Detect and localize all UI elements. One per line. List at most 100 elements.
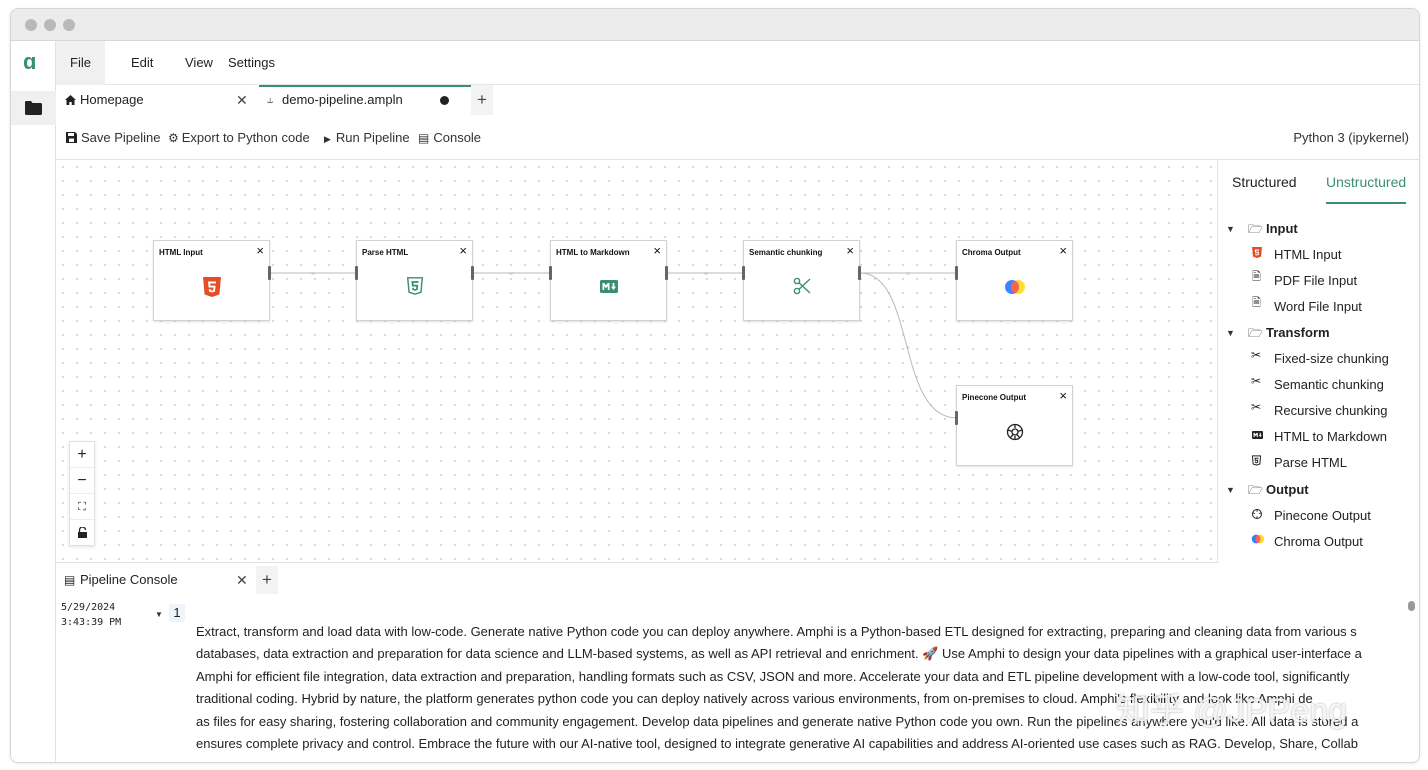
- close-tab-homepage-icon[interactable]: ✕: [236, 92, 248, 108]
- node-delete-icon[interactable]: ×: [1059, 243, 1067, 258]
- plus-icon: +: [77, 446, 87, 463]
- component-label: HTML Input: [1274, 247, 1342, 262]
- menu-view[interactable]: View: [185, 55, 213, 70]
- component-fixed-size-chunking[interactable]: ✂ Fixed-size chunking: [1218, 347, 1419, 371]
- component-label: Word File Input: [1274, 299, 1362, 314]
- node-delete-icon[interactable]: ×: [256, 243, 264, 258]
- minimize-window-button[interactable]: [44, 19, 56, 31]
- node-semantic-chunking[interactable]: Semantic chunking ×: [743, 240, 860, 321]
- export-python-button[interactable]: ⚙Export to Python code: [168, 123, 310, 153]
- file-icon: 🗎: [1252, 271, 1261, 283]
- console-button[interactable]: ▤Console: [418, 123, 481, 153]
- category-input[interactable]: ▼ 🗁 Input: [1218, 217, 1419, 241]
- node-input-handle[interactable]: [742, 266, 745, 280]
- html5-outline-icon: [406, 277, 423, 295]
- tab-unstructured[interactable]: Unstructured: [1326, 174, 1407, 204]
- tab-homepage-label: Homepage: [80, 92, 144, 107]
- save-icon: [66, 132, 77, 143]
- file-browser-button[interactable]: [11, 91, 56, 125]
- node-title: Parse HTML: [362, 248, 409, 257]
- markdown-icon: [599, 280, 618, 293]
- tab-homepage[interactable]: Homepage ✕: [56, 85, 256, 115]
- menu-edit[interactable]: Edit: [131, 55, 154, 70]
- kernel-status[interactable]: Python 3 (ipykernel): [1293, 130, 1409, 145]
- save-pipeline-button[interactable]: Save Pipeline: [66, 123, 161, 153]
- caret-down-icon: ▼: [1226, 224, 1235, 234]
- component-recursive-chunking[interactable]: ✂ Recursive chunking: [1218, 399, 1419, 423]
- node-pinecone-output[interactable]: Pinecone Output ×: [956, 385, 1073, 466]
- fit-view-button[interactable]: ⛶: [70, 494, 94, 520]
- node-output-handle[interactable]: [268, 266, 271, 280]
- lock-button[interactable]: [70, 520, 94, 546]
- node-html-input[interactable]: HTML Input ×: [153, 240, 270, 321]
- zoom-out-button[interactable]: −: [70, 468, 94, 494]
- node-html-to-markdown[interactable]: HTML to Markdown ×: [550, 240, 667, 321]
- node-input-handle[interactable]: [549, 266, 552, 280]
- tab-structured[interactable]: Structured: [1232, 174, 1297, 190]
- edge-semantic-chunking-pinecone-output: [859, 272, 958, 419]
- node-output-handle[interactable]: [665, 266, 668, 280]
- pipeline-canvas[interactable]: × × × × × HTML Input × Parse HTML ×: [56, 159, 1217, 563]
- lock-icon: [77, 526, 87, 538]
- category-label: Output: [1266, 482, 1309, 497]
- component-label: PDF File Input: [1274, 273, 1358, 288]
- node-input-handle[interactable]: [355, 266, 358, 280]
- console-icon: ▤: [418, 131, 430, 145]
- component-html-input[interactable]: HTML Input: [1218, 243, 1419, 267]
- pinecone-icon: [1006, 423, 1023, 441]
- component-panel: Structured Unstructured ▼ 🗁 Input HTML I…: [1217, 159, 1419, 563]
- node-delete-icon[interactable]: ×: [846, 243, 854, 258]
- component-word-file-input[interactable]: 🗎 Word File Input: [1218, 295, 1419, 319]
- node-parse-html[interactable]: Parse HTML ×: [356, 240, 473, 321]
- menu-file[interactable]: File: [56, 41, 105, 85]
- console-line: Extract, transform and load data with lo…: [196, 624, 1357, 639]
- node-output-handle[interactable]: [471, 266, 474, 280]
- zoom-in-button[interactable]: +: [70, 442, 94, 468]
- node-output-handle[interactable]: [858, 266, 861, 280]
- component-pinecone-output[interactable]: Pinecone Output: [1218, 504, 1419, 528]
- folder-open-icon: 🗁: [1248, 326, 1263, 340]
- edge-marker: ×: [906, 345, 910, 352]
- menu-settings[interactable]: Settings: [228, 55, 275, 70]
- zoom-controls: + − ⛶: [69, 441, 95, 546]
- scissors-icon: ✂: [1251, 400, 1262, 414]
- close-console-tab-icon[interactable]: ✕: [236, 572, 248, 588]
- console-line: databases, data extraction and preparati…: [196, 646, 1362, 662]
- new-tab-button[interactable]: +: [471, 85, 493, 115]
- export-python-label: Export to Python code: [181, 130, 310, 145]
- category-output[interactable]: ▼ 🗁 Output: [1218, 478, 1419, 502]
- console-time: 3:43:39 PM: [61, 617, 122, 628]
- fit-view-icon: ⛶: [78, 501, 86, 513]
- node-input-handle[interactable]: [955, 266, 958, 280]
- component-chroma-output[interactable]: Chroma Output: [1218, 530, 1419, 554]
- node-delete-icon[interactable]: ×: [653, 243, 661, 258]
- new-console-tab-button[interactable]: +: [256, 566, 278, 594]
- expand-caret-icon[interactable]: ▼: [155, 610, 163, 619]
- node-title: Semantic chunking: [749, 248, 823, 257]
- tab-demo-pipeline[interactable]: ⥿ demo-pipeline.ampln: [259, 85, 471, 115]
- scrollbar-thumb[interactable]: [1408, 601, 1415, 611]
- caret-down-icon: ▼: [1226, 485, 1235, 495]
- node-title: Pinecone Output: [962, 393, 1026, 402]
- edge-marker: ×: [704, 271, 708, 278]
- node-chroma-output[interactable]: Chroma Output ×: [956, 240, 1073, 321]
- component-html-to-markdown[interactable]: HTML to Markdown: [1218, 425, 1419, 449]
- component-parse-html[interactable]: Parse HTML: [1218, 451, 1419, 475]
- node-input-handle[interactable]: [955, 411, 958, 425]
- tab-pipeline-console[interactable]: ▤ Pipeline Console ✕: [56, 566, 256, 594]
- home-icon: [65, 95, 76, 105]
- close-window-button[interactable]: [25, 19, 37, 31]
- component-label: Fixed-size chunking: [1274, 351, 1389, 366]
- component-pdf-file-input[interactable]: 🗎 PDF File Input: [1218, 269, 1419, 293]
- folder-open-icon: 🗁: [1248, 483, 1263, 497]
- run-pipeline-button[interactable]: ▶Run Pipeline: [324, 123, 410, 153]
- maximize-window-button[interactable]: [63, 19, 75, 31]
- node-delete-icon[interactable]: ×: [459, 243, 467, 258]
- node-delete-icon[interactable]: ×: [1059, 388, 1067, 403]
- component-semantic-chunking[interactable]: ✂ Semantic chunking: [1218, 373, 1419, 397]
- save-pipeline-label: Save Pipeline: [81, 130, 161, 145]
- component-label: Parse HTML: [1274, 455, 1347, 470]
- console-icon: ▤: [64, 573, 76, 587]
- category-transform[interactable]: ▼ 🗁 Transform: [1218, 321, 1419, 345]
- title-bar: [11, 9, 1419, 41]
